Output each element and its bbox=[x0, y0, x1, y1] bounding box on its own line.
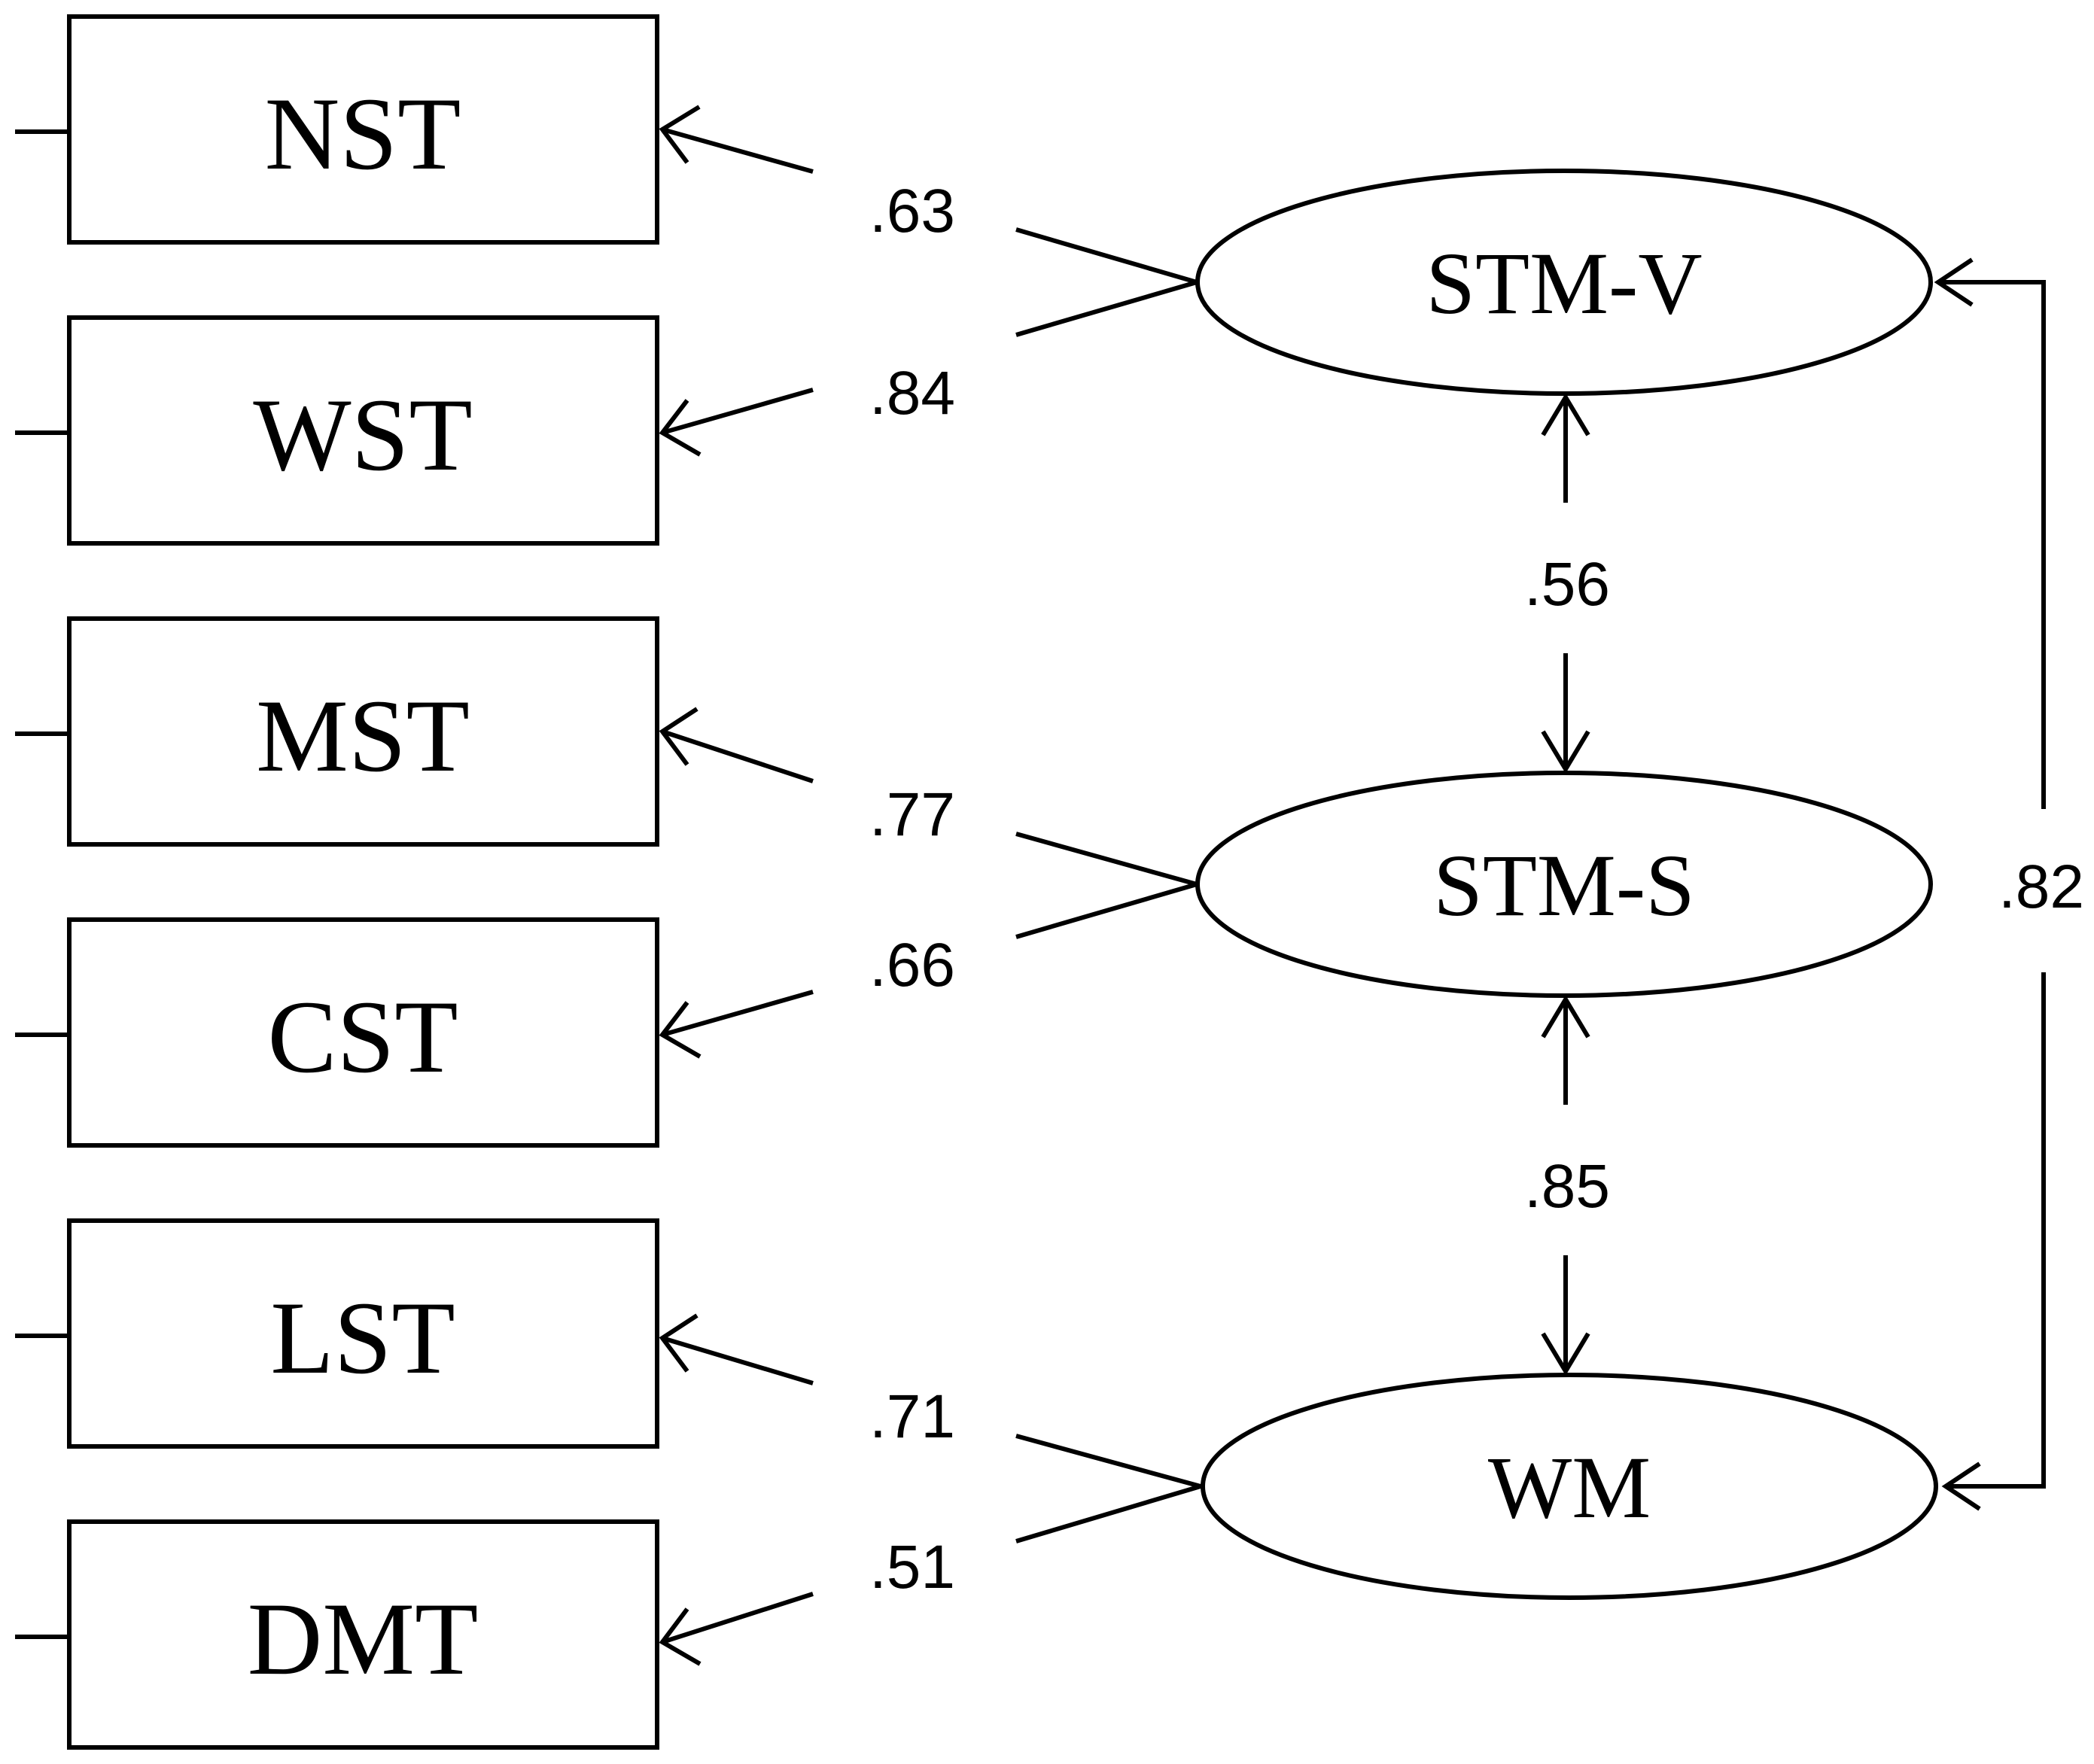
loading-wm-dmt: .51 bbox=[659, 1484, 1201, 1666]
indicator-box-lst bbox=[67, 1218, 659, 1449]
indicator-cst: CST bbox=[15, 917, 659, 1148]
loading-stm-v-nst: .63 bbox=[659, 105, 1198, 284]
indicator-dmt: DMT bbox=[15, 1519, 659, 1750]
loading-line-stm-s-cst-near bbox=[1015, 882, 1198, 939]
correlation-value-stm-v-stm-s: .56 bbox=[1524, 550, 1610, 619]
loading-line-stm-s-mst-near bbox=[1015, 832, 1198, 887]
correlation-stm-s-wm: .85 bbox=[1524, 995, 1610, 1376]
indicator-box-mst bbox=[67, 616, 659, 847]
arrowhead-dmt bbox=[659, 1607, 702, 1666]
loading-value-mst: .77 bbox=[869, 780, 955, 849]
correlation-bracket-lower bbox=[1946, 972, 2046, 1489]
indicator-mst: MST bbox=[15, 616, 659, 847]
arrowhead-mst bbox=[659, 707, 699, 766]
loading-line-wm-dmt-near bbox=[1015, 1484, 1201, 1544]
loading-stm-v-wst: .84 bbox=[659, 280, 1198, 457]
arrowhead-stm-s-down bbox=[1541, 730, 1590, 774]
arrowhead-lst bbox=[659, 1313, 699, 1373]
loading-wm-lst: .71 bbox=[659, 1313, 1201, 1489]
indicator-box-nst bbox=[67, 14, 659, 245]
arrowhead-wst bbox=[659, 399, 702, 457]
loading-value-dmt: .51 bbox=[869, 1533, 955, 1601]
loading-value-cst: .66 bbox=[869, 931, 955, 999]
indicator-box-cst bbox=[67, 917, 659, 1148]
arrowhead-cst bbox=[659, 1001, 702, 1059]
factor-stm-v: STM-V bbox=[1195, 169, 1933, 396]
loading-value-wst: .84 bbox=[869, 359, 955, 427]
loading-line-stm-v-wst-near bbox=[1015, 280, 1198, 337]
indicator-box-dmt bbox=[67, 1519, 659, 1750]
factor-label-stm-s: STM-S bbox=[1433, 836, 1695, 935]
indicator-label-dmt: DMT bbox=[248, 1581, 479, 1696]
loading-line-wm-dmt-far bbox=[662, 1592, 814, 1644]
arrowhead-nst bbox=[659, 105, 701, 164]
indicator-label-nst: NST bbox=[265, 76, 461, 191]
loading-stm-s-mst: .77 bbox=[659, 707, 1198, 887]
loading-value-lst: .71 bbox=[869, 1382, 955, 1451]
arrowhead-wm-down bbox=[1541, 1332, 1590, 1376]
arrowhead-stm-s-up bbox=[1541, 995, 1590, 1039]
correlation-value-stm-v-wm: .82 bbox=[1998, 853, 2084, 921]
loading-value-nst: .63 bbox=[869, 177, 955, 245]
arrowhead-stm-v-up bbox=[1541, 393, 1590, 436]
loading-stm-s-cst: .66 bbox=[659, 882, 1198, 1059]
loading-line-stm-v-nst-near bbox=[1015, 227, 1198, 284]
factor-label-wm: WM bbox=[1488, 1438, 1651, 1537]
loading-line-stm-s-mst-far bbox=[662, 729, 814, 783]
arrowhead-stm-v-right bbox=[1934, 257, 1974, 307]
arrowhead-wm-right bbox=[1941, 1461, 1981, 1511]
indicator-label-cst: CST bbox=[267, 979, 458, 1094]
loading-line-stm-v-nst-far bbox=[662, 127, 814, 174]
loading-line-stm-v-wst-far bbox=[662, 388, 814, 435]
factor-label-stm-v: STM-V bbox=[1426, 234, 1702, 333]
factor-ellipse-wm bbox=[1201, 1373, 1938, 1600]
correlation-value-stm-s-wm: .85 bbox=[1524, 1152, 1610, 1221]
indicator-label-wst: WST bbox=[253, 377, 472, 492]
correlation-stm-v-stm-s: .56 bbox=[1524, 393, 1610, 774]
indicator-label-lst: LST bbox=[270, 1280, 455, 1395]
correlation-stm-v-wm: .82 bbox=[1934, 257, 2084, 1511]
factor-ellipse-stm-v bbox=[1195, 169, 1933, 396]
factor-stm-s: STM-S bbox=[1195, 771, 1933, 998]
correlation-bracket-upper bbox=[1938, 280, 2046, 809]
loading-line-wm-lst-near bbox=[1015, 1434, 1201, 1489]
indicator-wst: WST bbox=[15, 315, 659, 546]
indicator-box-wst bbox=[67, 315, 659, 546]
factor-ellipse-stm-s bbox=[1195, 771, 1933, 998]
indicator-nst: NST bbox=[15, 14, 659, 245]
indicator-lst: LST bbox=[15, 1218, 659, 1449]
loading-line-stm-s-cst-far bbox=[662, 990, 814, 1037]
factor-wm: WM bbox=[1201, 1373, 1938, 1600]
loading-line-wm-lst-far bbox=[662, 1336, 814, 1385]
indicator-label-mst: MST bbox=[256, 678, 470, 793]
